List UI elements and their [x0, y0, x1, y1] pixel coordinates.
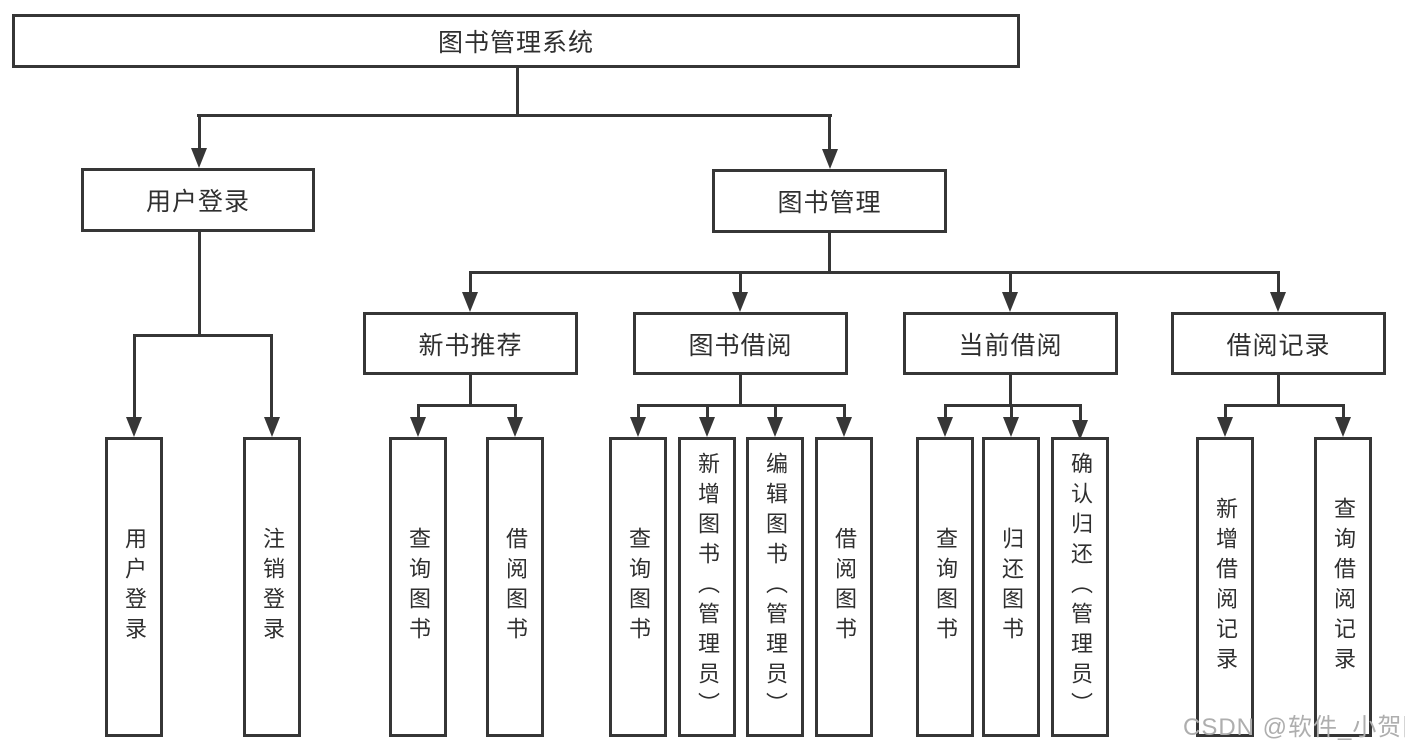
leaf-logout: 注销登录 — [243, 437, 301, 737]
connector-line — [469, 375, 472, 406]
leaf-user-login: 用户登录 — [105, 437, 163, 737]
connector-line — [469, 271, 1280, 274]
leaf-recommend-query-books: 查询图书 — [389, 437, 447, 737]
connector-line — [774, 404, 777, 420]
connector-line — [828, 233, 831, 273]
node-new-book-recommend: 新书推荐 — [363, 312, 578, 375]
leaf-recommend-query-books-label: 查询图书 — [406, 527, 431, 647]
leaf-borrow-query-books-label: 查询图书 — [626, 527, 651, 647]
leaf-add-borrow-record-label: 新增借阅记录 — [1213, 497, 1238, 677]
connector-line — [1277, 375, 1280, 406]
arrow-down-icon — [699, 417, 715, 437]
arrow-down-icon — [410, 417, 426, 437]
leaf-borrow-books-label: 借阅图书 — [832, 527, 857, 647]
node-current-borrowing-label: 当前借阅 — [958, 331, 1063, 360]
connector-line — [1009, 271, 1012, 295]
connector-line — [417, 404, 517, 407]
connector-line — [198, 232, 201, 337]
leaf-edit-books-admin-label: 编辑图书（管理员） — [763, 452, 788, 722]
node-new-book-recommend-label: 新书推荐 — [418, 331, 523, 360]
connector-line — [1079, 404, 1082, 420]
connector-line — [843, 404, 846, 420]
leaf-query-borrow-record-label: 查询借阅记录 — [1331, 497, 1356, 677]
connector-line — [637, 404, 846, 407]
connector-line — [270, 334, 273, 420]
connector-line — [637, 404, 640, 420]
node-user-login-label: 用户登录 — [145, 188, 250, 216]
node-borrowing-records: 借阅记录 — [1171, 312, 1386, 375]
node-user-login: 用户登录 — [81, 168, 315, 232]
connector-line — [944, 404, 1082, 407]
connector-line — [1009, 375, 1012, 406]
arrow-down-icon — [1003, 417, 1019, 437]
node-root: 图书管理系统 — [12, 14, 1020, 68]
leaf-current-query-books: 查询图书 — [916, 437, 974, 737]
connector-line — [514, 404, 517, 420]
connector-line — [197, 114, 832, 117]
arrow-down-icon — [264, 417, 280, 437]
arrow-down-icon — [937, 417, 953, 437]
arrow-down-icon — [1072, 420, 1088, 440]
leaf-recommend-borrow-books: 借阅图书 — [486, 437, 544, 737]
leaf-add-books-admin-label: 新增图书（管理员） — [695, 452, 720, 722]
arrow-down-icon — [822, 149, 838, 169]
arrow-down-icon — [767, 417, 783, 437]
node-book-borrowing-label: 图书借阅 — [688, 331, 793, 360]
connector-line — [198, 114, 201, 152]
node-borrowing-records-label: 借阅记录 — [1226, 331, 1331, 360]
node-book-management-label: 图书管理 — [777, 189, 882, 217]
leaf-return-books: 归还图书 — [982, 437, 1040, 737]
connector-line — [944, 404, 947, 420]
arrow-down-icon — [191, 148, 207, 168]
node-current-borrowing: 当前借阅 — [903, 312, 1118, 375]
node-book-borrowing: 图书借阅 — [633, 312, 848, 375]
leaf-edit-books-admin: 编辑图书（管理员） — [746, 437, 804, 737]
leaf-query-borrow-record: 查询借阅记录 — [1314, 437, 1372, 737]
arrow-down-icon — [1335, 417, 1351, 437]
connector-line — [417, 404, 420, 420]
connector-line — [739, 271, 742, 295]
connector-line — [516, 68, 519, 116]
connector-line — [1010, 404, 1013, 420]
node-book-management: 图书管理 — [712, 169, 947, 233]
leaf-confirm-return-admin-label: 确认归还（管理员） — [1068, 452, 1093, 722]
arrow-down-icon — [732, 292, 748, 312]
connector-line — [133, 334, 136, 420]
arrow-down-icon — [126, 417, 142, 437]
connector-line — [828, 114, 831, 152]
connector-line — [1342, 404, 1345, 420]
leaf-borrow-query-books: 查询图书 — [609, 437, 667, 737]
leaf-logout-label: 注销登录 — [260, 527, 285, 647]
leaf-borrow-books: 借阅图书 — [815, 437, 873, 737]
connector-line — [469, 271, 472, 295]
arrow-down-icon — [1002, 292, 1018, 312]
connector-line — [1224, 404, 1227, 420]
connector-line — [706, 404, 709, 420]
leaf-add-borrow-record: 新增借阅记录 — [1196, 437, 1254, 737]
connector-line — [1224, 404, 1345, 407]
arrow-down-icon — [1270, 292, 1286, 312]
arrow-down-icon — [630, 417, 646, 437]
connector-line — [1277, 271, 1280, 295]
leaf-confirm-return-admin: 确认归还（管理员） — [1051, 437, 1109, 737]
arrow-down-icon — [507, 417, 523, 437]
leaf-add-books-admin: 新增图书（管理员） — [678, 437, 736, 737]
arrow-down-icon — [836, 417, 852, 437]
leaf-return-books-label: 归还图书 — [999, 527, 1024, 647]
leaf-recommend-borrow-books-label: 借阅图书 — [503, 527, 528, 647]
leaf-current-query-books-label: 查询图书 — [933, 527, 958, 647]
arrow-down-icon — [1217, 417, 1233, 437]
connector-line — [739, 375, 742, 406]
connector-line — [133, 334, 273, 337]
csdn-watermark: CSDN @软件_小贺同学 — [1183, 714, 1405, 741]
node-root-label: 图书管理系统 — [437, 29, 594, 57]
leaf-user-login-label: 用户登录 — [122, 527, 147, 647]
arrow-down-icon — [462, 292, 478, 312]
